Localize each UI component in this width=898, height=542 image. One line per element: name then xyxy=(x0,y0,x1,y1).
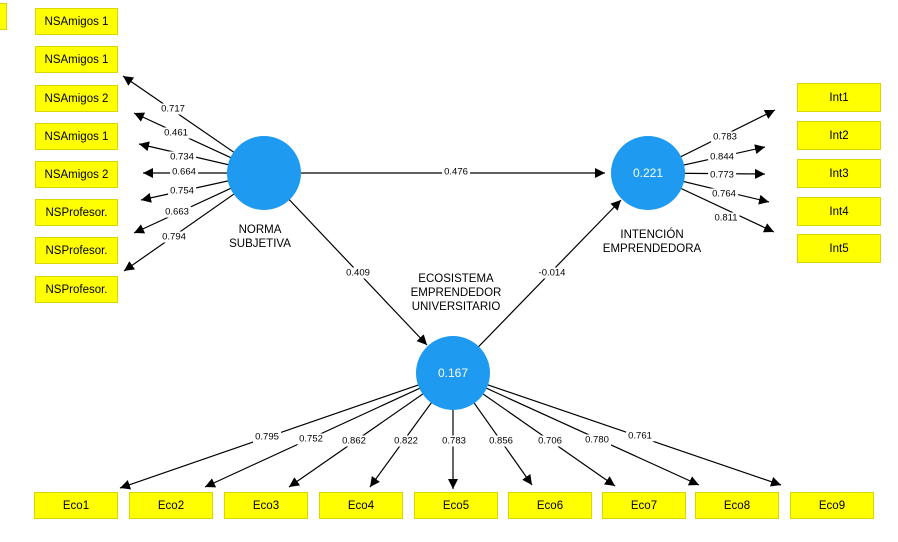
loading-norma-3: 0.461 xyxy=(162,127,190,139)
indicator-eco-7[interactable]: Eco7 xyxy=(602,492,686,519)
indicator-norma-6[interactable]: NSProfesor. xyxy=(35,199,118,226)
loading-int-4: 0.764 xyxy=(710,188,738,200)
indicator-int-5[interactable]: Int5 xyxy=(797,234,881,263)
construct-ecosistema-label: ECOSISTEMA EMPRENDEDOR UNIVERSITARIO xyxy=(410,273,502,313)
indicator-norma-2[interactable]: NSAmigos 1 xyxy=(35,46,118,73)
path-coefficient-norma-ecosistema: 0.409 xyxy=(344,267,372,279)
indicator-norma-8[interactable]: NSProfesor. xyxy=(35,276,118,303)
loading-eco-1: 0.795 xyxy=(253,431,281,443)
loading-eco-8: 0.780 xyxy=(583,434,611,446)
indicator-eco-9[interactable]: Eco9 xyxy=(790,492,874,519)
loading-norma-8: 0.794 xyxy=(160,231,188,243)
indicator-int-1[interactable]: Int1 xyxy=(797,83,881,112)
loading-eco-4: 0.822 xyxy=(392,435,420,447)
loading-norma-2: 0.717 xyxy=(159,103,187,115)
indicator-eco-6[interactable]: Eco6 xyxy=(508,492,592,519)
indicator-norma-4[interactable]: NSAmigos 1 xyxy=(35,123,118,150)
loading-eco-7: 0.706 xyxy=(536,435,564,447)
path-coefficient-ecosistema-intencion: -0.014 xyxy=(536,267,568,279)
loading-eco-6: 0.856 xyxy=(487,435,515,447)
loading-int-5: 0.811 xyxy=(712,212,740,224)
loading-int-3: 0.773 xyxy=(708,169,736,181)
loading-eco-3: 0.862 xyxy=(340,435,368,447)
indicator-box-clipped[interactable] xyxy=(0,3,7,30)
indicator-int-2[interactable]: Int2 xyxy=(797,121,881,150)
path-coefficient-norma-intencion: 0.476 xyxy=(442,166,470,178)
loading-norma-6: 0.754 xyxy=(168,185,196,197)
indicator-norma-1[interactable]: NSAmigos 1 xyxy=(35,8,118,35)
loading-eco-9: 0.761 xyxy=(626,430,654,442)
indicator-norma-5[interactable]: NSAmigos 2 xyxy=(35,161,118,188)
loading-eco-2: 0.752 xyxy=(297,433,325,445)
indicator-eco-5[interactable]: Eco5 xyxy=(414,492,498,519)
construct-norma-circle[interactable] xyxy=(227,136,301,210)
loading-eco-5: 0.783 xyxy=(440,435,468,447)
loading-norma-5: 0.664 xyxy=(170,166,198,178)
path-norma-to-ecosistema-arrow xyxy=(263,172,428,346)
loading-int-2: 0.844 xyxy=(708,151,736,163)
loading-norma-4: 0.734 xyxy=(168,151,196,163)
indicator-eco-2[interactable]: Eco2 xyxy=(129,492,213,519)
loading-norma-7: 0.663 xyxy=(163,206,191,218)
construct-intencion-r2: 0.221 xyxy=(632,166,664,180)
loading-int-1: 0.783 xyxy=(711,131,739,143)
indicator-norma-3[interactable]: NSAmigos 2 xyxy=(35,85,118,112)
indicator-eco-3[interactable]: Eco3 xyxy=(224,492,308,519)
indicator-norma-7[interactable]: NSProfesor. xyxy=(35,237,118,264)
indicator-eco-1[interactable]: Eco1 xyxy=(34,492,118,519)
construct-intencion-label: INTENCIÓN EMPRENDEDORA xyxy=(602,229,702,255)
construct-ecosistema-r2: 0.167 xyxy=(437,366,469,380)
path-ecosistema-to-intencion-arrow xyxy=(452,199,622,374)
indicator-eco-4[interactable]: Eco4 xyxy=(319,492,403,519)
construct-norma-label: NORMA SUBJETIVA xyxy=(229,224,291,250)
indicator-int-3[interactable]: Int3 xyxy=(797,159,881,188)
indicator-eco-8[interactable]: Eco8 xyxy=(695,492,779,519)
construct-intencion-circle[interactable] xyxy=(611,136,685,210)
indicator-int-4[interactable]: Int4 xyxy=(797,197,881,226)
construct-ecosistema-circle[interactable] xyxy=(416,336,490,410)
